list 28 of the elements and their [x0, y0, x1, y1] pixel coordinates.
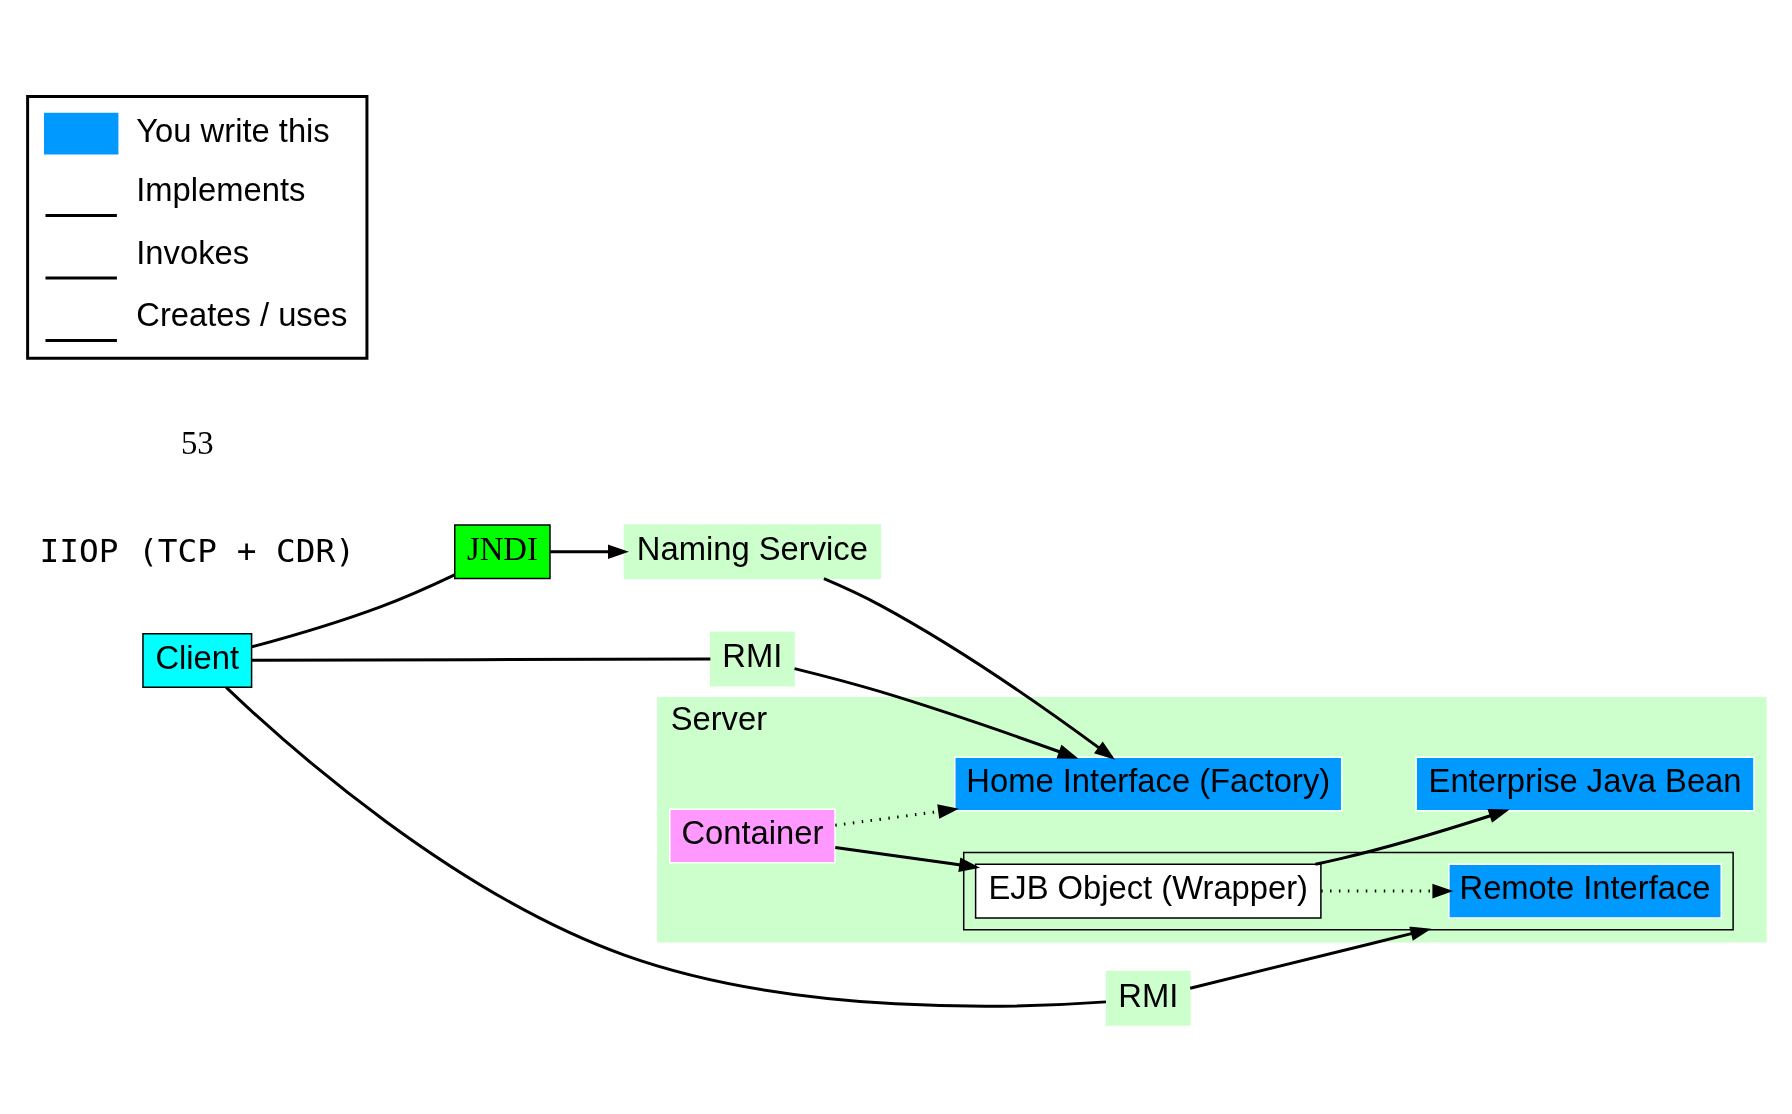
node-box: EJB Object (Wrapper)	[974, 863, 1322, 919]
arrow	[1315, 809, 1510, 866]
arrow	[835, 846, 980, 873]
arrow	[1189, 926, 1432, 990]
connector	[251, 657, 711, 662]
arrow	[835, 804, 959, 827]
node-box: Container	[669, 808, 836, 864]
arrow	[823, 577, 1116, 760]
node-box: Enterprise Java Bean	[1415, 756, 1755, 812]
legend-label: Implements	[136, 171, 306, 209]
arrow	[550, 544, 629, 560]
node-box: RMI	[1105, 970, 1191, 1026]
node-box: Client	[142, 632, 253, 688]
node-box: RMI	[709, 631, 795, 687]
connector	[251, 573, 456, 649]
connector	[225, 686, 1107, 1008]
legend-label: Creates / uses	[136, 296, 348, 334]
node-box: Remote Interface	[1448, 863, 1722, 919]
arrow	[794, 667, 1079, 759]
label: IIOP (TCP + CDR)	[39, 531, 355, 570]
arrow	[1321, 883, 1454, 899]
legend-label: You write this	[136, 111, 330, 149]
node-box: JNDI	[454, 524, 551, 580]
cluster	[962, 851, 1734, 931]
node-box: Naming Service	[623, 524, 882, 580]
label: 53	[180, 425, 214, 462]
node-box: Home Interface (Factory)	[954, 756, 1343, 812]
legend-label: Invokes	[136, 233, 250, 271]
